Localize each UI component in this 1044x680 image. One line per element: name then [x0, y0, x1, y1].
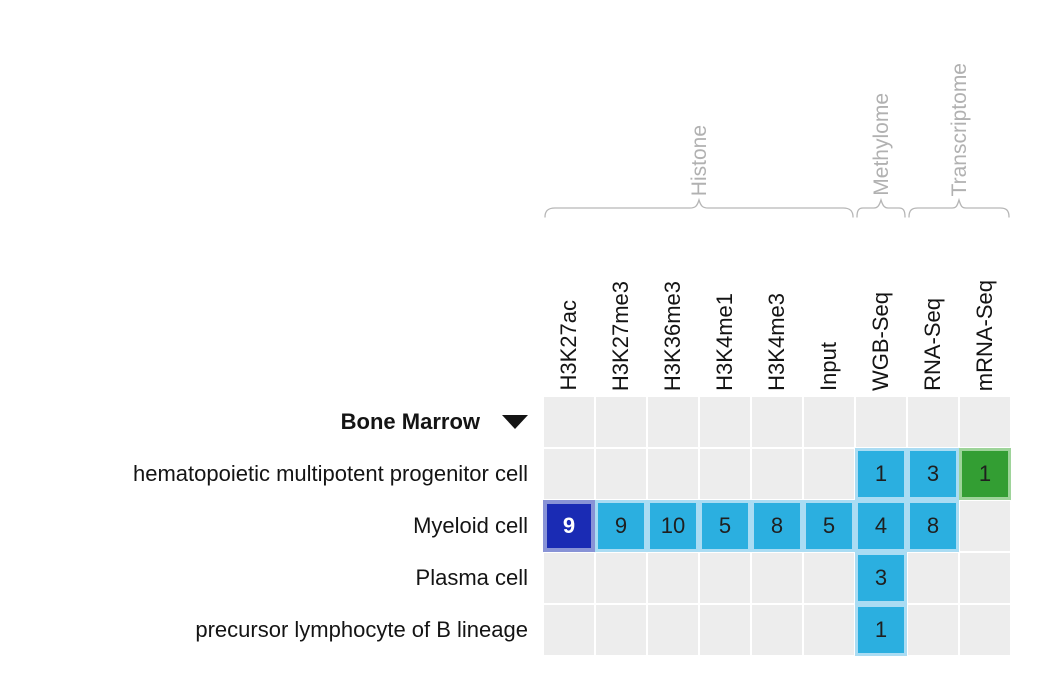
matrix-cell-count[interactable]: 10 — [647, 500, 699, 552]
matrix-cell-count[interactable]: 8 — [907, 500, 959, 552]
matrix-cell — [752, 605, 802, 655]
matrix-cell — [700, 449, 750, 499]
column-header-label: RNA-Seq — [920, 298, 945, 391]
column-header-wgb-seq: WGB-Seq — [856, 229, 906, 391]
matrix-cell — [752, 397, 802, 447]
row-label-myeloid-cell: Myeloid cell — [0, 501, 544, 551]
group-label-histone: Histone — [544, 10, 854, 196]
matrix-cell-count[interactable]: 1 — [855, 604, 907, 656]
matrix-cell — [908, 553, 958, 603]
column-header-h3k4me3: H3K4me3 — [752, 229, 802, 391]
group-label-methylome: Methylome — [856, 10, 906, 196]
matrix-cell — [700, 397, 750, 447]
matrix-cell — [544, 605, 594, 655]
row-label-text: hematopoietic multipotent progenitor cel… — [132, 461, 528, 486]
matrix-cell-count[interactable]: 4 — [855, 500, 907, 552]
matrix-cell — [544, 397, 594, 447]
matrix-cell — [804, 449, 854, 499]
matrix-cell-count[interactable]: 5 — [699, 500, 751, 552]
matrix-cell-count[interactable]: 3 — [907, 448, 959, 500]
matrix-cell — [752, 553, 802, 603]
column-header-label: H3K4me1 — [712, 293, 737, 391]
matrix-cell-count[interactable]: 9 — [595, 500, 647, 552]
matrix-cell-selected[interactable]: 9 — [543, 500, 595, 552]
matrix-cell — [908, 397, 958, 447]
matrix-cell-count[interactable]: 5 — [803, 500, 855, 552]
column-header-h3k27me3: H3K27me3 — [596, 229, 646, 391]
column-header-input: Input — [804, 229, 854, 391]
row-label-bone-marrow[interactable]: Bone Marrow — [0, 397, 544, 447]
matrix-cell — [596, 449, 646, 499]
column-header-label: WGB-Seq — [868, 291, 893, 391]
matrix-grid: 1 3 1 9 9 10 5 8 5 4 8 3 1 — [543, 397, 1011, 656]
matrix-cell-count[interactable]: 1 — [855, 448, 907, 500]
matrix-cell-count[interactable]: 1 — [959, 448, 1011, 500]
methylome-brace-icon — [856, 197, 906, 218]
column-header-label: mRNA-Seq — [972, 279, 997, 391]
matrix-cell — [596, 605, 646, 655]
column-header-label: H3K36me3 — [660, 280, 685, 391]
matrix-cell — [648, 449, 698, 499]
matrix-cell — [960, 397, 1010, 447]
row-label-text: Bone Marrow — [340, 409, 480, 434]
matrix-cell — [648, 397, 698, 447]
group-label-text: Histone — [687, 124, 711, 196]
matrix-cell — [648, 553, 698, 603]
matrix-cell — [960, 605, 1010, 655]
histone-brace-icon — [544, 197, 854, 218]
row-label-text: Plasma cell — [415, 565, 528, 590]
column-header-mrna-seq: mRNA-Seq — [960, 229, 1010, 391]
row-label-precursor-lymphocyte-of-b-lineage: precursor lymphocyte of B lineage — [0, 605, 544, 655]
matrix-cell — [804, 605, 854, 655]
row-label-hematopoietic-multipotent-progenitor-cell: hematopoietic multipotent progenitor cel… — [0, 449, 544, 499]
matrix-cell — [856, 397, 906, 447]
matrix-cell — [544, 553, 594, 603]
matrix-cell — [596, 553, 646, 603]
matrix-cell — [960, 501, 1010, 551]
column-header-rna-seq: RNA-Seq — [908, 229, 958, 391]
matrix-cell — [544, 449, 594, 499]
matrix-cell — [804, 553, 854, 603]
group-label-text: Transcriptome — [947, 62, 971, 196]
column-header-label: H3K27ac — [556, 300, 581, 391]
matrix-cell — [752, 449, 802, 499]
column-header-h3k36me3: H3K36me3 — [648, 229, 698, 391]
row-label-plasma-cell: Plasma cell — [0, 553, 544, 603]
collapse-triangle-icon[interactable] — [502, 415, 528, 429]
matrix-cell — [700, 553, 750, 603]
row-label-text: Myeloid cell — [413, 513, 528, 538]
group-label-text: Methylome — [869, 93, 893, 196]
transcriptome-brace-icon — [908, 197, 1010, 218]
column-header-h3k27ac: H3K27ac — [544, 229, 594, 391]
column-header-h3k4me1: H3K4me1 — [700, 229, 750, 391]
column-header-label: H3K27me3 — [608, 280, 633, 391]
matrix-cell — [648, 605, 698, 655]
column-header-label: H3K4me3 — [764, 293, 789, 391]
matrix-cell — [908, 605, 958, 655]
row-label-text: precursor lymphocyte of B lineage — [195, 617, 528, 642]
matrix-cell — [596, 397, 646, 447]
group-label-transcriptome: Transcriptome — [908, 10, 1010, 196]
matrix-cell — [804, 397, 854, 447]
matrix-cell-count[interactable]: 8 — [751, 500, 803, 552]
matrix-cell — [700, 605, 750, 655]
matrix-cell — [960, 553, 1010, 603]
matrix-cell-count[interactable]: 3 — [855, 552, 907, 604]
column-header-label: Input — [816, 342, 841, 391]
